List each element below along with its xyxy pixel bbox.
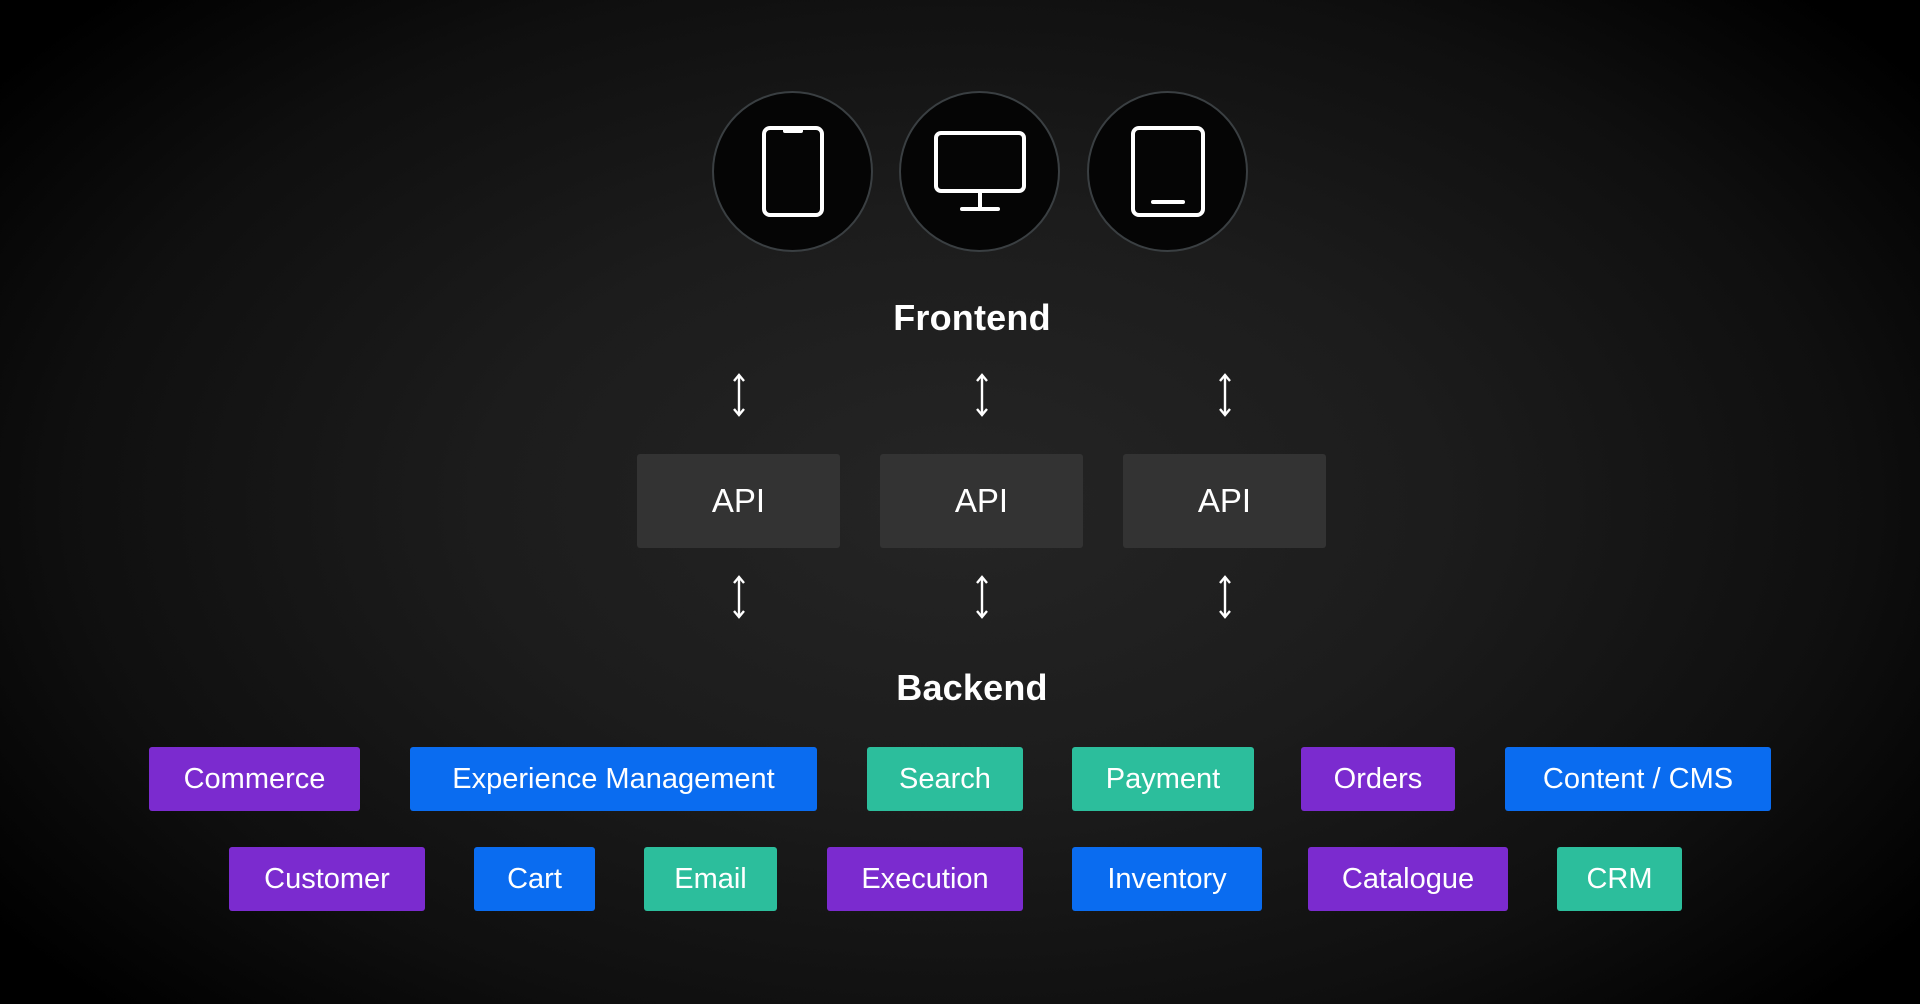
- device-row: [0, 91, 1920, 256]
- service-tag-payment: Payment: [1072, 747, 1254, 811]
- service-tag-orders: Orders: [1301, 747, 1455, 811]
- backend-title: Backend: [896, 667, 1048, 708]
- desktop-monitor-icon: [933, 130, 1026, 211]
- smartphone-icon: [761, 125, 824, 217]
- bidirectional-arrow-icon: [976, 373, 988, 417]
- desktop-device: [899, 91, 1060, 252]
- bidirectional-arrow-icon: [1219, 373, 1231, 417]
- service-tag-customer: Customer: [229, 847, 425, 911]
- api-box: API: [637, 454, 840, 548]
- service-tag-inventory: Inventory: [1072, 847, 1262, 911]
- tablet-device: [1087, 91, 1248, 252]
- bidirectional-arrow-icon: [733, 575, 745, 619]
- service-tag-catalogue: Catalogue: [1308, 847, 1508, 911]
- service-tag-email: Email: [644, 847, 777, 911]
- service-tag-commerce: Commerce: [149, 747, 360, 811]
- bidirectional-arrow-icon: [733, 373, 745, 417]
- service-tag-experience-management: Experience Management: [410, 747, 817, 811]
- tablet-icon: [1130, 125, 1205, 217]
- service-tag-crm: CRM: [1557, 847, 1682, 911]
- service-tag-cart: Cart: [474, 847, 595, 911]
- frontend-title: Frontend: [893, 297, 1051, 338]
- api-box: API: [880, 454, 1083, 548]
- bidirectional-arrow-icon: [1219, 575, 1231, 619]
- service-tag-execution: Execution: [827, 847, 1023, 911]
- service-tag-search: Search: [867, 747, 1023, 811]
- bidirectional-arrow-icon: [976, 575, 988, 619]
- service-tag-content-cms: Content / CMS: [1505, 747, 1771, 811]
- api-box: API: [1123, 454, 1326, 548]
- smartphone-device: [712, 91, 873, 252]
